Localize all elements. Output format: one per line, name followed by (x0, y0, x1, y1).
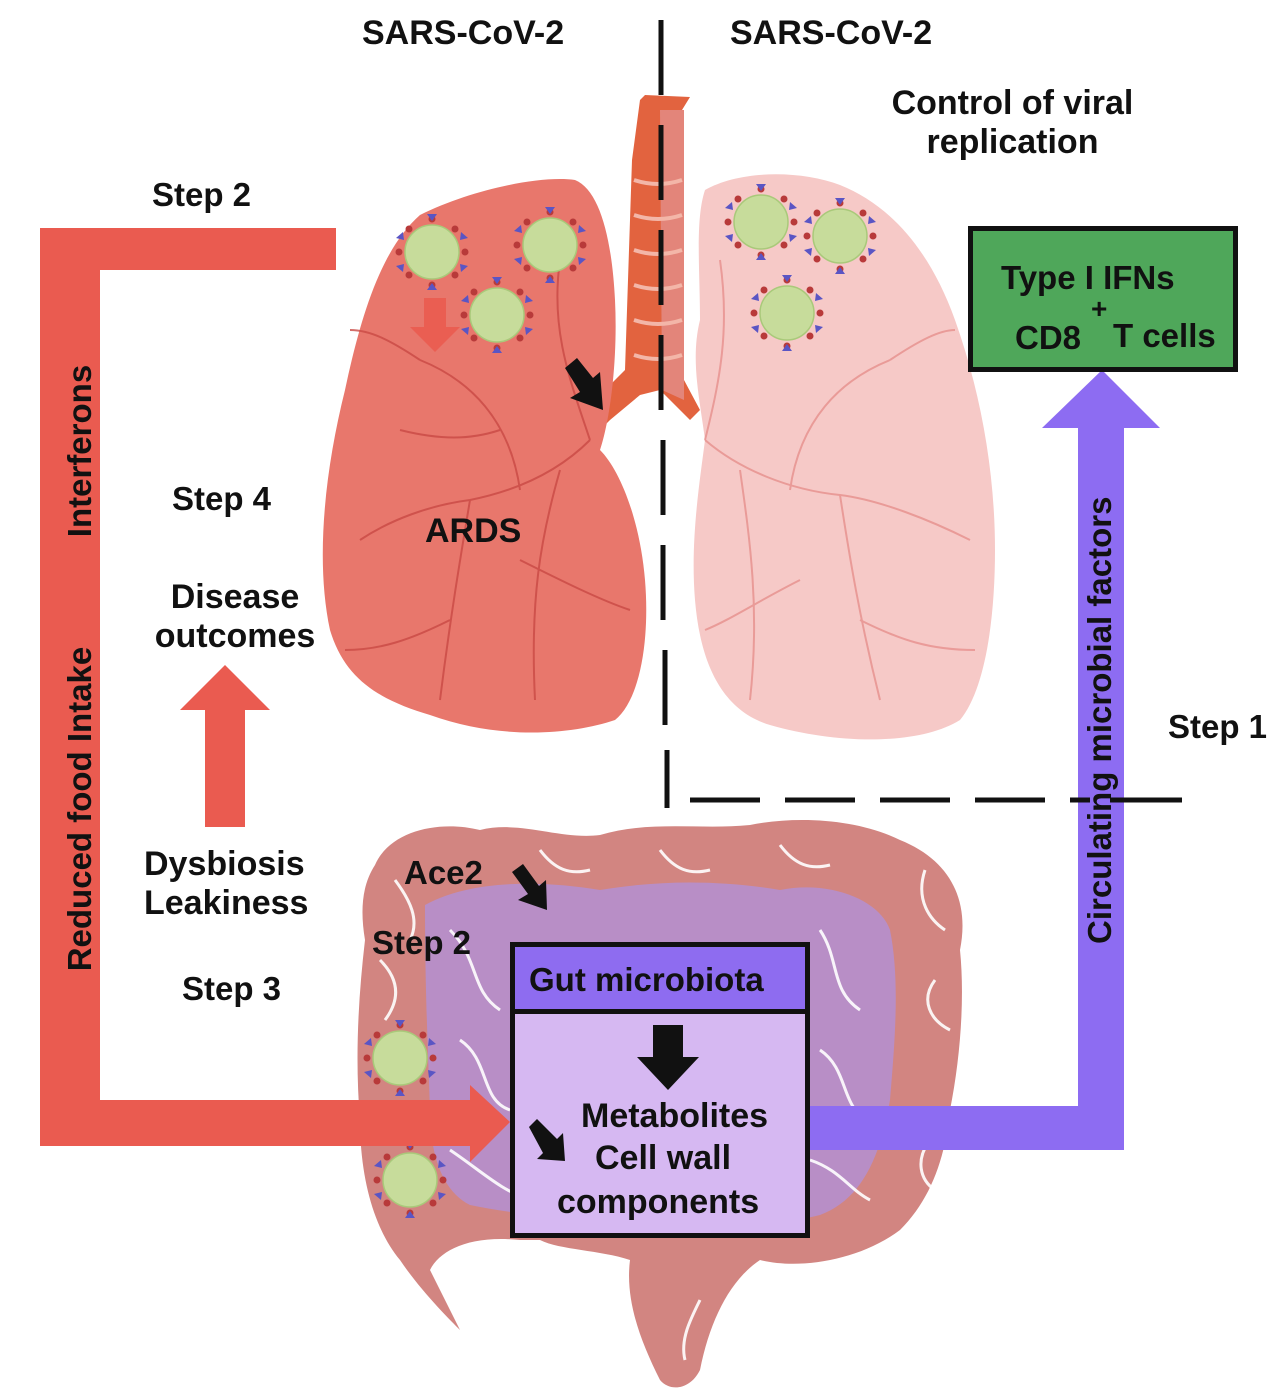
ifn-cd8-box: Type I IFNs + CD8 T cells (968, 226, 1238, 372)
trachea (570, 95, 700, 460)
down-arrow-icon (637, 1025, 699, 1090)
ifn-t-cells: T cells (1113, 317, 1216, 354)
step4-label: Step 4 (172, 480, 272, 517)
control-replication-label: Control of viral replication (870, 84, 1155, 162)
interferons-label: Interferons (61, 364, 98, 538)
dashed-divider (658, 20, 1182, 808)
ifn-cd8: CD8 (1015, 319, 1082, 356)
step2-top-label: Step 2 (152, 176, 252, 213)
disease-line-1: Disease (170, 578, 300, 616)
step3-label: Step 3 (182, 970, 282, 1007)
control-line-2: replication (926, 123, 1099, 162)
cell-wall-text: Cell wall (595, 1139, 732, 1177)
ards-label: ARDS (425, 512, 522, 550)
red-up-arrow-icon (180, 665, 270, 827)
step2-gut-label: Step 2 (372, 924, 472, 961)
ifn-plus: + (1091, 293, 1108, 324)
ifn-line-1: Type I IFNs (1001, 259, 1175, 296)
ace2-label: Ace2 (404, 854, 483, 891)
red-down-arrow-icon (410, 298, 460, 352)
leakiness-text: Leakiness (144, 884, 309, 923)
red-feedback-arrow (40, 228, 510, 1162)
left-virus-label: SARS-CoV-2 (362, 14, 565, 52)
step1-label: Step 1 (1168, 708, 1268, 745)
left-lung (322, 179, 647, 733)
dysbiosis-text: Dysbiosis (144, 845, 305, 883)
metabolites-text: Metabolites (581, 1097, 769, 1135)
circulating-factors-label: Circulating microbial factors (1081, 496, 1118, 944)
gut-microbiota-title: Gut microbiota (529, 961, 764, 998)
disease-line-2: outcomes (154, 617, 316, 656)
bronchus-arrow-icon (565, 358, 603, 410)
purple-factors-arrow (800, 370, 1160, 1150)
gut-microbiota-box: Gut microbiota Metabolites Cell wall com… (510, 942, 810, 1238)
disease-outcomes-label: Disease outcomes (140, 578, 330, 656)
control-line-1: Control of viral (891, 84, 1134, 122)
reduced-food-intake-label: Reduced food Intake (61, 646, 98, 972)
components-text: components (557, 1183, 760, 1221)
diagonal-arrow-icon (529, 1119, 565, 1161)
right-virus-label: SARS-CoV-2 (730, 14, 933, 52)
dysbiosis-label: Dysbiosis Leakiness (144, 845, 308, 923)
ace2-arrow-icon (512, 864, 547, 910)
gut-microbiota-header: Gut microbiota (515, 947, 805, 1014)
